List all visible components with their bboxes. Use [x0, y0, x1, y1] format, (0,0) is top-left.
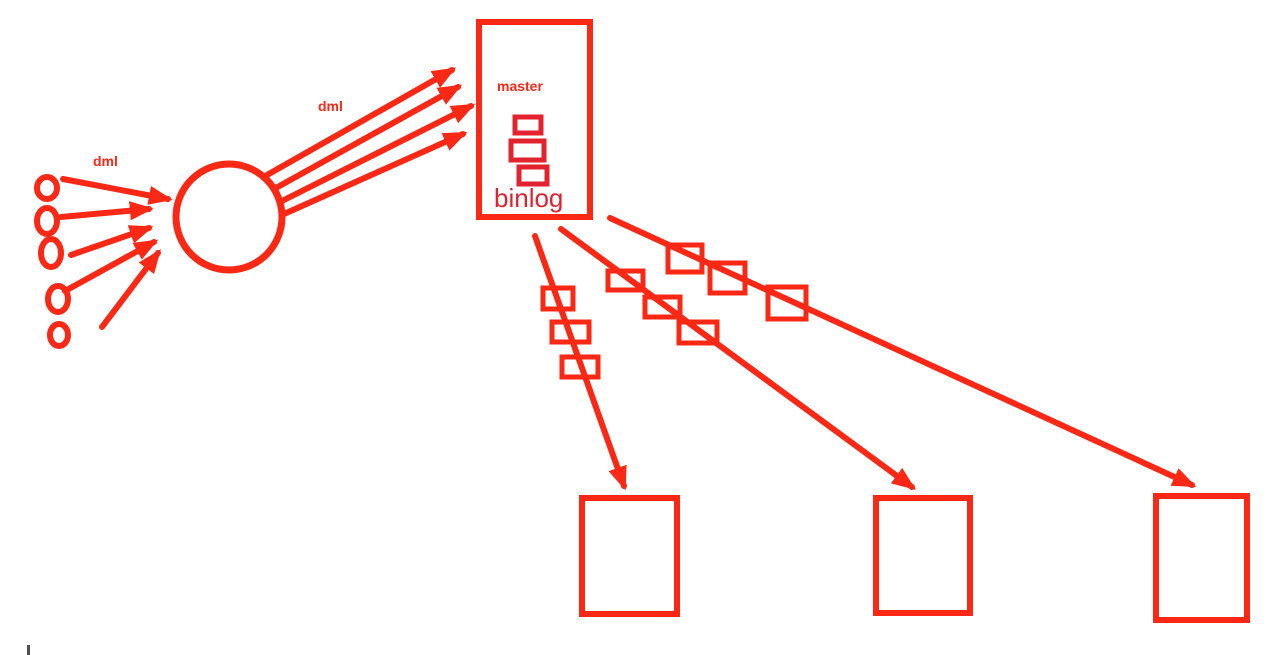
binlog-queue-item-1	[512, 114, 544, 136]
binlog-queue-item-3	[516, 164, 550, 187]
outline-shapes	[34, 19, 1250, 623]
binlog-event-box-1b	[549, 319, 592, 345]
replication-arrow-1	[532, 233, 627, 491]
master-dml-arrow-2	[271, 84, 463, 192]
server-circle	[172, 160, 286, 274]
binlog-event-box-3c	[765, 284, 809, 322]
client-dml-arrow-1	[60, 176, 173, 205]
binlog-event-box-2a	[605, 268, 646, 293]
binlog-queue-item-2	[508, 138, 547, 163]
binlog-event-box-3a	[665, 242, 705, 275]
master-binlog-queue	[508, 114, 550, 187]
client-node-4	[45, 283, 71, 315]
binlog-event-box-1a	[540, 285, 576, 312]
binlog-event-box-3b	[707, 260, 748, 296]
client-node-2	[34, 205, 60, 237]
master-dml-arrow-1	[264, 67, 457, 178]
client-node-5	[47, 321, 71, 349]
text-cursor	[27, 645, 30, 655]
dml-label-center: dml	[318, 98, 343, 114]
dml-label-left: dml	[93, 153, 118, 169]
client-dml-arrow-2	[58, 201, 154, 221]
binlog-event-box-1c	[559, 354, 601, 380]
client-dml-arrow-5	[99, 249, 161, 330]
master-dml-arrow-3	[277, 103, 476, 205]
client-dml-arrow-3	[68, 225, 154, 258]
master-dml-arrow-4	[281, 131, 468, 217]
binlog-event-box-2b	[642, 294, 683, 320]
replication-arrow-3	[607, 215, 1197, 488]
client-node-3	[38, 236, 64, 270]
slave-box-1	[579, 495, 680, 617]
slave-box-2	[873, 495, 973, 616]
binlog-label: binlog	[494, 183, 563, 213]
binlog-event-box-2c	[676, 319, 720, 346]
master-label: master	[497, 78, 543, 94]
slave-box-3	[1153, 493, 1250, 623]
client-node-1	[34, 174, 60, 202]
master-box	[476, 19, 593, 220]
